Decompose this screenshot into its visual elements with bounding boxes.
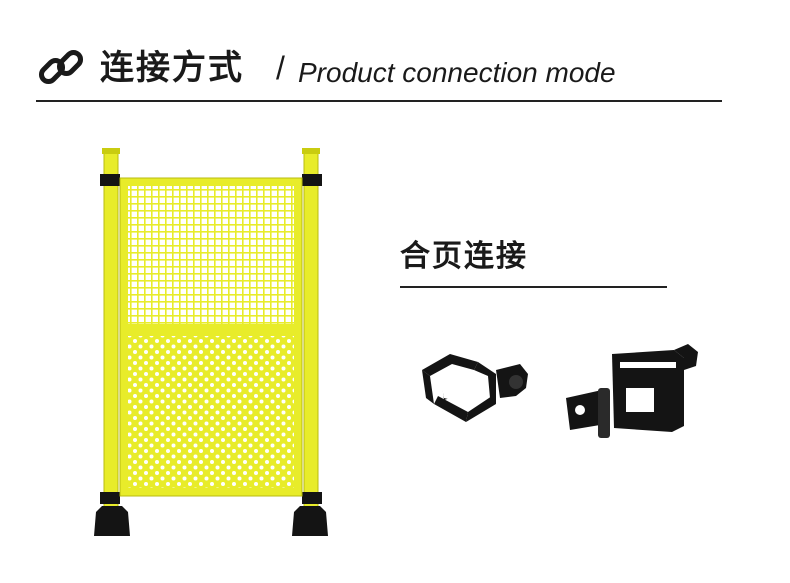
link-icon — [38, 49, 84, 85]
page-subtitle-en: Product connection mode — [298, 57, 616, 88]
section-title: 合页连接 — [400, 239, 528, 274]
title-separator: / — [276, 50, 285, 86]
fence-panel-illustration — [94, 148, 328, 536]
page-header: 连接方式 / Product connection mode — [36, 42, 722, 102]
page-title: 连接方式 — [100, 48, 244, 88]
section-divider — [400, 286, 667, 288]
header-divider — [36, 100, 722, 102]
hinge-flat-illustration — [566, 344, 698, 438]
hinge-clamp-illustration — [422, 354, 528, 422]
